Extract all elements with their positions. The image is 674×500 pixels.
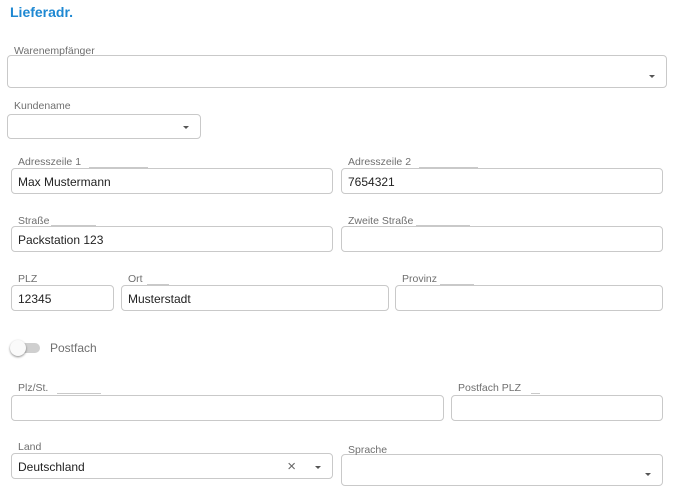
land-label: Land	[18, 441, 42, 453]
strasse-value: Packstation 123	[18, 233, 104, 247]
chevron-down-icon[interactable]	[649, 75, 655, 78]
postfach-plz-field[interactable]: Postfach PLZ	[451, 382, 663, 421]
plz-st-field[interactable]: Plz/St.	[11, 382, 444, 421]
adresszeile1-label: Adresszeile 1	[18, 156, 82, 168]
adresszeile2-field[interactable]: Adresszeile 2 7654321	[341, 156, 663, 194]
toggle-knob	[10, 340, 26, 356]
ort-label: Ort	[128, 273, 143, 285]
postfach-toggle-label: Postfach	[50, 341, 97, 355]
zweite-strasse-field[interactable]: Zweite Straße	[341, 215, 663, 252]
sprache-select[interactable]: Sprache	[341, 444, 663, 486]
provinz-field[interactable]: Provinz	[395, 273, 663, 311]
plz-label: PLZ	[18, 273, 38, 285]
chevron-down-icon[interactable]	[183, 126, 189, 129]
warenempfaenger-select[interactable]: Warenempfänger	[7, 45, 667, 88]
plz-value: 12345	[18, 292, 52, 306]
postfach-plz-label: Postfach PLZ	[458, 382, 522, 394]
land-value: Deutschland	[18, 460, 85, 474]
provinz-label: Provinz	[402, 273, 438, 285]
adresszeile2-label: Adresszeile 2	[348, 156, 412, 168]
kundenname-label: Kundename	[14, 100, 71, 112]
warenempfaenger-label: Warenempfänger	[14, 45, 95, 57]
chevron-down-icon[interactable]	[645, 473, 651, 476]
toggle-track	[12, 343, 40, 353]
zweite-strasse-label: Zweite Straße	[348, 215, 414, 227]
adresszeile2-value: 7654321	[348, 175, 395, 189]
strasse-field[interactable]: Straße Packstation 123	[11, 215, 333, 252]
adresszeile1-value: Max Mustermann	[18, 175, 111, 189]
section-title: Lieferadr.	[10, 4, 74, 20]
land-select[interactable]: Deutschland ×	[11, 453, 333, 479]
chevron-down-icon[interactable]	[315, 466, 321, 469]
ort-value: Musterstadt	[128, 292, 191, 306]
postfach-toggle[interactable]	[10, 340, 42, 356]
kundenname-select[interactable]	[7, 114, 201, 139]
plz-st-label: Plz/St.	[18, 382, 49, 394]
close-icon[interactable]: ×	[287, 458, 296, 475]
adresszeile1-field[interactable]: Adresszeile 1 Max Mustermann	[11, 156, 333, 194]
ort-field[interactable]: Ort Musterstadt	[121, 273, 389, 311]
strasse-label: Straße	[18, 215, 50, 227]
plz-field[interactable]: PLZ 12345	[11, 273, 114, 311]
sprache-label: Sprache	[348, 444, 388, 456]
